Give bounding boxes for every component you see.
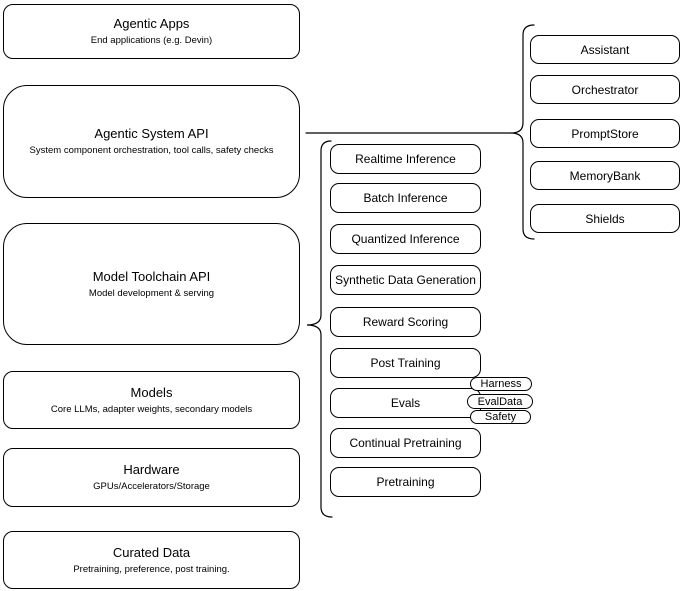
layer-subtitle: Core LLMs, adapter weights, secondary mo…: [50, 403, 253, 415]
component-shields: Shields: [530, 204, 680, 233]
layer-title: Model Toolchain API: [92, 268, 211, 284]
node-batch-inference: Batch Inference: [330, 183, 481, 213]
layer-models: Models Core LLMs, adapter weights, secon…: [3, 371, 300, 429]
component-orchestrator: Orchestrator: [530, 75, 680, 104]
system-components-brace: [510, 24, 535, 240]
layer-subtitle: Pretraining, preference, post training.: [73, 563, 230, 575]
node-continual-pretraining: Continual Pretraining: [330, 428, 481, 458]
layer-title: Models: [130, 384, 173, 400]
layer-agentic-apps: Agentic Apps End applications (e.g. Devi…: [3, 4, 300, 59]
tag-safety: Safety: [470, 410, 531, 424]
layer-subtitle: GPUs/Accelerators/Storage: [93, 481, 210, 492]
node-realtime-inference: Realtime Inference: [330, 144, 481, 174]
layer-title: Agentic System API: [94, 126, 209, 141]
node-evals: Evals: [330, 388, 481, 418]
layer-model-toolchain-api: Model Toolchain API Model development & …: [3, 223, 300, 345]
layer-title: Hardware: [123, 462, 180, 477]
component-promptstore: PromptStore: [530, 119, 680, 148]
toolchain-brace: [306, 140, 333, 518]
layer-agentic-system-api: Agentic System API System component orch…: [3, 85, 300, 198]
node-pretraining: Pretraining: [330, 467, 481, 497]
layer-subtitle: End applications (e.g. Devin): [90, 35, 213, 46]
layer-title: Curated Data: [112, 544, 191, 560]
node-quantized-inference: Quantized Inference: [330, 224, 481, 254]
layer-title: Agentic Apps: [113, 16, 190, 31]
component-memorybank: MemoryBank: [530, 161, 680, 190]
node-synthetic-data-generation: Synthetic Data Generation: [330, 265, 481, 295]
layer-curated-data: Curated Data Pretraining, preference, po…: [3, 531, 300, 589]
component-assistant: Assistant: [530, 35, 680, 64]
node-post-training: Post Training: [330, 348, 481, 378]
node-reward-scoring: Reward Scoring: [330, 307, 481, 337]
layer-subtitle: System component orchestration, tool cal…: [29, 145, 274, 156]
layer-subtitle: Model development & serving: [88, 287, 215, 299]
tag-harness: Harness: [470, 377, 532, 391]
layer-hardware: Hardware GPUs/Accelerators/Storage: [3, 448, 300, 507]
tag-evaldata: EvalData: [467, 394, 533, 409]
